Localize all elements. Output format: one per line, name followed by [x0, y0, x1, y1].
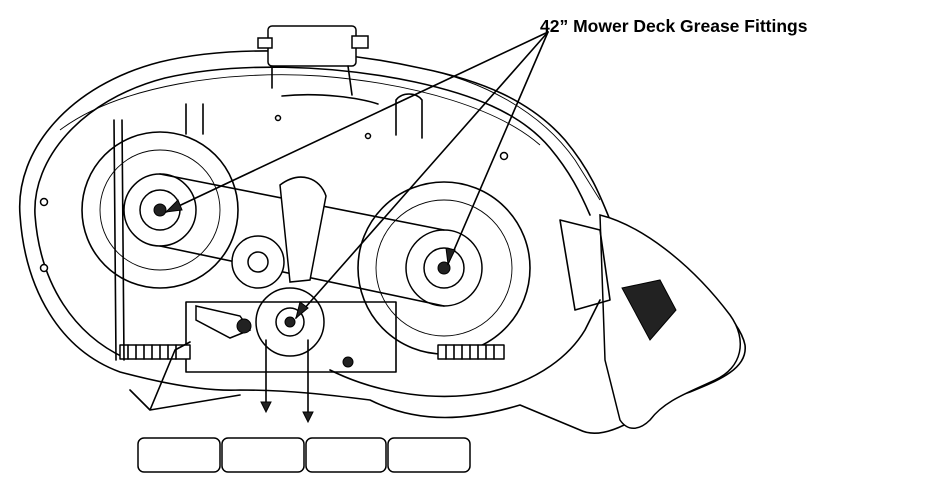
side-bracket [559, 219, 611, 311]
right-grease-fitting [437, 261, 451, 275]
deck-inner-rim [34, 66, 591, 359]
anti-scalp-rollers [137, 437, 471, 473]
deck-posts [185, 93, 423, 139]
right-spindle-inner [375, 199, 513, 337]
lower-linkage [129, 341, 241, 411]
top-bracket-pin-right [351, 35, 369, 49]
chute-label-plate [621, 279, 677, 341]
arrow-rod-left-head [260, 401, 272, 414]
bracket-bolt [236, 318, 252, 334]
tension-arm [279, 176, 327, 283]
left-lift-rod [113, 119, 125, 361]
deck-rim-band-2 [419, 67, 601, 201]
left-grease-fitting [153, 203, 167, 217]
left-spindle-housing [81, 131, 239, 289]
bracket-arm [195, 305, 252, 339]
deck-holes [39, 114, 509, 273]
handle-bar [281, 93, 379, 105]
top-bracket-pin [257, 37, 273, 49]
top-bracket [267, 25, 357, 67]
deck-rim-band [59, 74, 541, 146]
right-spring [437, 344, 505, 360]
idler-pulley-hub [247, 251, 269, 273]
callout-leaders [164, 31, 549, 320]
deck-edge-lower [329, 299, 601, 398]
arrow-rod-right-head [302, 411, 314, 424]
left-spindle-inner [99, 149, 221, 271]
grease-fittings-callout: 42” Mower Deck Grease Fittings [540, 16, 808, 36]
center-grease-fitting [284, 316, 296, 328]
top-bracket-arm [271, 65, 353, 96]
plate-bolt [342, 356, 354, 368]
discharge-chute [599, 214, 742, 429]
